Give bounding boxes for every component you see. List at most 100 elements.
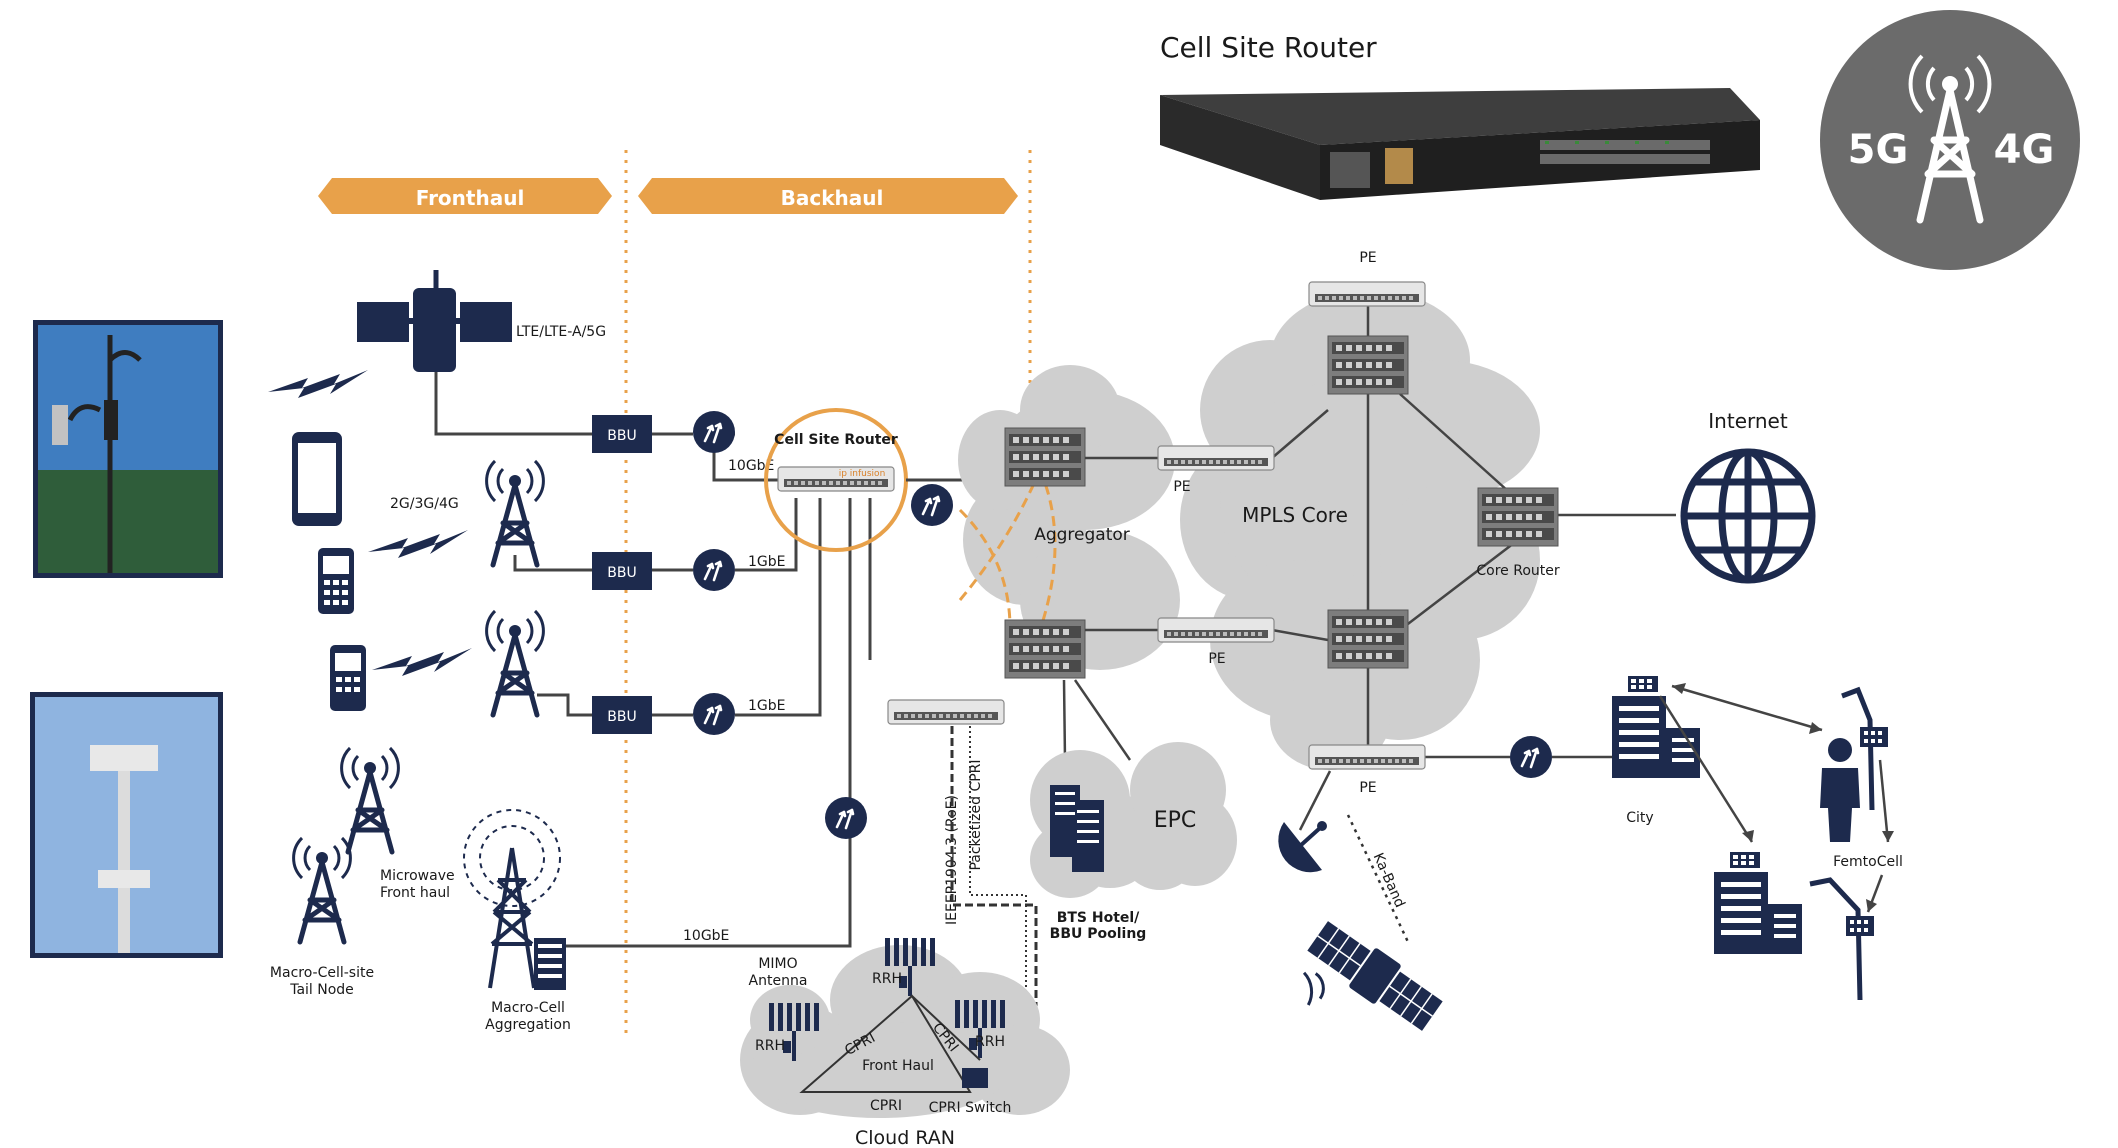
satellite-icon bbox=[1302, 921, 1443, 1031]
microwave-icon bbox=[691, 691, 737, 737]
aggregator-router-bottom bbox=[1004, 619, 1086, 679]
pe-label-upper: PE bbox=[1173, 479, 1190, 495]
cell-site-router-photo bbox=[1160, 88, 1760, 200]
link-10gbe-bottom: 10GbE bbox=[683, 928, 729, 944]
packetized-link bbox=[969, 726, 1027, 1100]
cloud-ran-label: Cloud RAN bbox=[855, 1127, 955, 1148]
cpri-switch-label: CPRI Switch bbox=[929, 1100, 1012, 1116]
femtocell-pole-icon bbox=[1841, 686, 1888, 811]
city-links bbox=[1658, 684, 1890, 913]
badge-4g: 4G bbox=[1994, 127, 2055, 173]
ip-infusion-logo: ip infusion bbox=[839, 469, 886, 479]
pe-router-top bbox=[1308, 281, 1426, 307]
core-router-label: Core Router bbox=[1476, 563, 1559, 579]
backhaul-arrow: Backhaul bbox=[638, 178, 1018, 214]
front-haul-label: Front Haul bbox=[862, 1058, 934, 1074]
feature-phone-icon bbox=[318, 548, 354, 614]
aggregator-label: Aggregator bbox=[1034, 525, 1130, 545]
2g3g4g-label: 2G/3G/4G bbox=[390, 496, 459, 512]
microwave-icon bbox=[909, 482, 955, 528]
microwave-icon bbox=[691, 547, 737, 593]
bts-label-1: BTS Hotel/ bbox=[1057, 910, 1140, 926]
cpri-switch-icon bbox=[962, 1068, 988, 1088]
backhaul-label: Backhaul bbox=[781, 186, 884, 210]
cell-tower-icon bbox=[487, 611, 544, 715]
aggregator-router-top bbox=[1004, 427, 1086, 487]
mimo-label-2: Antenna bbox=[749, 973, 808, 989]
badge-5g: 5G bbox=[1848, 127, 1909, 173]
pe-label-top: PE bbox=[1359, 250, 1376, 266]
macro-agg-label-1: Macro-Cell bbox=[491, 1000, 565, 1016]
core-router-bottom bbox=[1327, 609, 1409, 669]
link-1gbe-low: 1GbE bbox=[748, 698, 786, 714]
satellite-dish-icon bbox=[1278, 821, 1327, 873]
globe-icon bbox=[1680, 448, 1816, 584]
bts-label-2: BBU Pooling bbox=[1050, 926, 1147, 942]
epc-label: EPC bbox=[1154, 808, 1197, 833]
microwave-icon bbox=[823, 795, 869, 841]
microwave-tower-icon bbox=[342, 748, 399, 852]
pe-router-lower bbox=[1157, 617, 1275, 643]
bbu-box-1: BBU bbox=[592, 415, 652, 453]
street-light-photo bbox=[33, 320, 223, 578]
internet-label: Internet bbox=[1708, 409, 1788, 433]
core-router-edge bbox=[1477, 487, 1559, 547]
lightning-icon bbox=[368, 530, 468, 558]
access-links bbox=[434, 372, 872, 948]
fronthaul-arrow: Fronthaul bbox=[318, 178, 612, 214]
microwave-icon bbox=[1508, 734, 1554, 780]
femtocell-pole-icon bbox=[1809, 877, 1874, 1001]
microwave-label-1: Microwave bbox=[380, 868, 455, 884]
bbu-label: BBU bbox=[607, 709, 636, 725]
link-1gbe-mid: 1GbE bbox=[748, 554, 786, 570]
pe-router-bottom bbox=[1308, 744, 1426, 770]
pe-label-lower: PE bbox=[1208, 651, 1225, 667]
ka-band-link bbox=[1346, 814, 1410, 943]
bbu-box-2: BBU bbox=[592, 552, 652, 590]
ka-band-label: Ka-Band bbox=[1370, 851, 1408, 911]
femtocell-label: FemtoCell bbox=[1833, 854, 1903, 870]
tower-icon bbox=[1908, 54, 1992, 224]
macro-tail-tower-icon bbox=[294, 838, 351, 942]
pe-router-upper bbox=[1157, 445, 1275, 471]
rrh-label-right: RRH bbox=[975, 1034, 1005, 1050]
cpri-label-bottom: CPRI bbox=[870, 1098, 902, 1114]
macro-tail-label-2: Tail Node bbox=[289, 982, 354, 998]
pe-to-dish-link bbox=[1298, 770, 1332, 831]
epc-cloud bbox=[1120, 742, 1237, 890]
lightning-icon bbox=[372, 648, 472, 676]
person-icon bbox=[1820, 738, 1860, 842]
pe-label-bottom: PE bbox=[1359, 780, 1376, 796]
bbu-label: BBU bbox=[607, 428, 636, 444]
microwave-icon bbox=[691, 409, 737, 455]
macro-aggregation-icon bbox=[463, 809, 566, 990]
rrh-label-left: RRH bbox=[755, 1038, 785, 1054]
lightning-icon bbox=[268, 370, 368, 398]
core-router-top bbox=[1327, 335, 1409, 395]
server-stack-icon bbox=[1050, 785, 1104, 872]
mpls-core-label: MPLS Core bbox=[1242, 503, 1348, 527]
packetized-cpri-label: Packetized CPRI bbox=[968, 759, 984, 870]
macro-tower-photo bbox=[30, 692, 223, 958]
feature-phone-icon bbox=[330, 645, 366, 711]
cell-site-router-label: Cell Site Router bbox=[774, 432, 898, 448]
fronthaul-label: Fronthaul bbox=[416, 186, 525, 210]
bbu-label: BBU bbox=[607, 565, 636, 581]
macro-agg-label-2: Aggregation bbox=[485, 1017, 571, 1033]
cell-tower-icon bbox=[487, 461, 544, 565]
microwave-label-2: Front haul bbox=[380, 885, 450, 901]
cpri-gateway-switch bbox=[887, 699, 1005, 725]
bbu-box-3: BBU bbox=[592, 696, 652, 734]
aggregator-to-bts-links bbox=[1062, 679, 1132, 761]
building-icon bbox=[1714, 852, 1802, 954]
lte-label: LTE/LTE-A/5G bbox=[516, 324, 606, 340]
macro-tail-label-1: Macro-Cell-site bbox=[270, 965, 374, 981]
core-links bbox=[1085, 306, 1676, 759]
cran-links bbox=[799, 994, 981, 1093]
5g-4g-badge: 5G 4G bbox=[1820, 10, 2080, 270]
city-label: City bbox=[1626, 810, 1653, 826]
lte-antenna-icon bbox=[357, 270, 512, 372]
arrowheads bbox=[1672, 683, 1894, 912]
link-10gbe-top: 10GbE bbox=[728, 458, 774, 474]
